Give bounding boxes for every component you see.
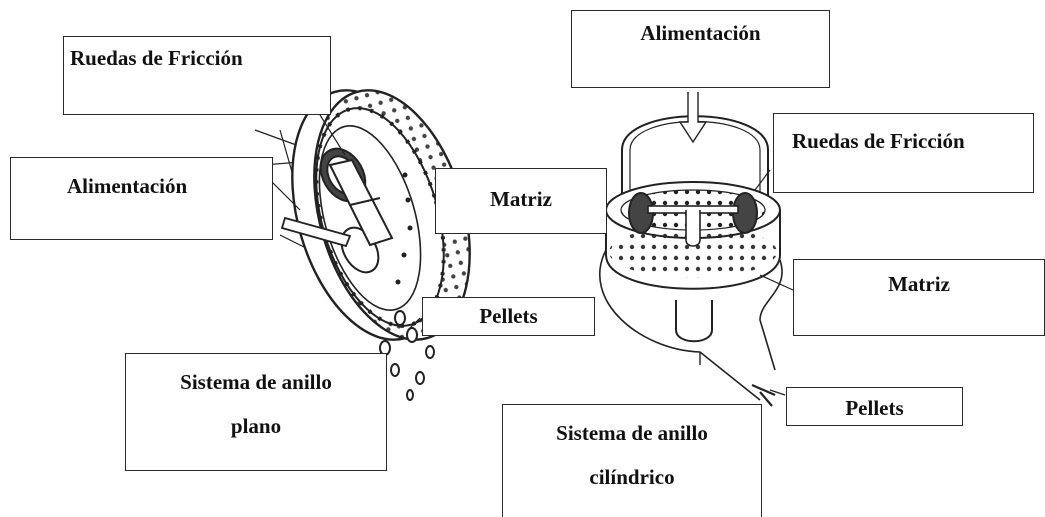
label-text: Pellets xyxy=(423,306,594,327)
label-text-line1: Sistema de anillo xyxy=(503,423,761,444)
label-text: Matriz xyxy=(794,274,1044,295)
label-text: Alimentación xyxy=(11,176,272,197)
label-text: Ruedas de Fricción xyxy=(64,48,330,69)
label-left-friction-wheels: Ruedas de Fricción xyxy=(63,36,331,115)
cylindrical-ring-die-machine xyxy=(600,92,793,406)
label-left-feed: Alimentación xyxy=(10,157,273,240)
label-text-line1: Sistema de anillo xyxy=(126,372,386,393)
label-left-die: Matriz xyxy=(435,168,607,234)
label-right-system: Sistema de anillo cilíndrico xyxy=(502,404,762,517)
label-left-pellets: Pellets xyxy=(422,297,595,336)
label-text: Pellets xyxy=(787,398,962,419)
label-left-system: Sistema de anillo plano xyxy=(125,353,387,471)
label-text: Ruedas de Fricción xyxy=(774,131,1033,152)
label-right-die: Matriz xyxy=(793,259,1045,336)
label-right-friction-wheels: Ruedas de Fricción xyxy=(773,113,1034,193)
label-text: Alimentación xyxy=(572,23,829,44)
label-right-feed: Alimentación xyxy=(571,10,830,88)
label-text-line2: cilíndrico xyxy=(503,467,761,488)
label-right-pellets: Pellets xyxy=(786,387,963,426)
label-text: Matriz xyxy=(436,189,606,210)
label-text-line2: plano xyxy=(126,416,386,437)
